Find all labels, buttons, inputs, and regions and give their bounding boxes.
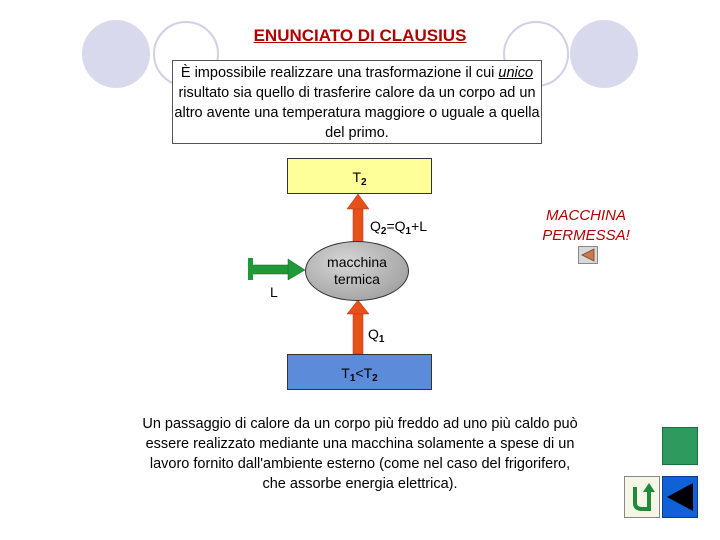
statement-text-1: È impossibile realizzare una trasformazi… — [180, 65, 499, 81]
decor-circle-4 — [570, 20, 638, 88]
q1-label: Q1 — [368, 326, 384, 345]
q2-label-b: =Q — [386, 218, 406, 234]
explanation-caption: Un passaggio di calore da un corpo più f… — [142, 416, 578, 492]
q1-arrow-head — [346, 299, 370, 315]
statement-text-2: risultato sia quello di trasferire calor… — [174, 85, 540, 141]
hot-reservoir: T2 — [287, 158, 432, 194]
cold-reservoir: T1<T2 — [287, 354, 432, 390]
cold-reservoir-sub-a: 1 — [349, 373, 356, 384]
back-arrow-icon — [667, 483, 693, 511]
verdict-text: MACCHINA PERMESSA! — [526, 206, 646, 246]
page-title: ENUNCIATO DI CLAUSIUS — [253, 26, 467, 45]
work-arrow-shaft — [249, 264, 291, 275]
decor-circle-1 — [82, 20, 150, 88]
cold-reservoir-sub-b: 2 — [372, 373, 378, 384]
return-button[interactable] — [624, 476, 660, 518]
thermal-machine: macchina termica — [305, 241, 409, 301]
cold-reservoir-symbol: T — [341, 365, 350, 381]
back-button[interactable] — [662, 476, 698, 518]
work-arrow-tail — [248, 258, 253, 280]
nav-green-button[interactable] — [662, 427, 698, 465]
hot-reservoir-sub: 2 — [361, 177, 367, 188]
hot-reservoir-symbol: T — [352, 169, 361, 185]
q1-label-a: Q — [368, 326, 379, 342]
q2-label-c: +L — [411, 218, 428, 234]
q1-arrow-shaft — [352, 311, 364, 355]
work-arrow-head — [287, 258, 306, 281]
work-label: L — [270, 284, 278, 300]
return-icon — [633, 483, 655, 511]
verdict-line-2: PERMESSA! — [542, 227, 630, 244]
q2-label-a-sub: 2 — [380, 226, 387, 237]
q2-label: Q2=Q1+L — [370, 218, 427, 237]
q2-label-b-sub: 1 — [405, 226, 412, 237]
machine-label-2: termica — [334, 271, 380, 287]
machine-label-1: macchina — [327, 254, 387, 270]
q2-arrow-shaft — [352, 206, 364, 244]
verdict-line-1: MACCHINA — [545, 207, 626, 224]
sound-icon[interactable] — [578, 246, 598, 264]
q1-label-a-sub: 1 — [378, 334, 385, 345]
statement-emphasis: unico — [498, 65, 534, 81]
clausius-statement: È impossibile realizzare una trasformazi… — [172, 60, 542, 144]
q2-label-a: Q — [370, 218, 381, 234]
q2-arrow-head — [346, 193, 370, 210]
cold-reservoir-op: <T — [355, 365, 373, 381]
